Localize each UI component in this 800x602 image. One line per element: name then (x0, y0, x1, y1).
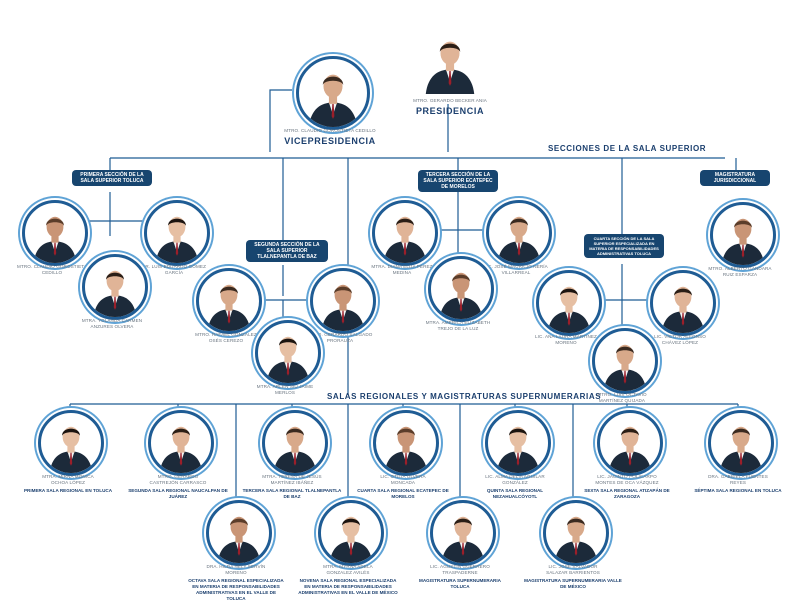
person-silhouette-icon (603, 344, 647, 391)
portrait-photo (38, 410, 104, 476)
portrait-photo (486, 200, 552, 266)
person-silhouette-icon (439, 272, 483, 319)
segunda-seccion-box: Segunda Sección de la Sala Superior Tlal… (246, 240, 328, 262)
person-name: Mtro. Rafael González Osés Cerezo (195, 332, 257, 343)
portrait-photo (485, 410, 551, 476)
person-silhouette-icon (496, 426, 540, 473)
person-name: Lic. José Mauricio Nería Villarreal (484, 264, 548, 275)
portrait-photo (597, 410, 663, 476)
person-role: Novena Sala Regional Especializada en Ma… (298, 578, 398, 595)
portrait-photo (296, 56, 370, 130)
person-silhouette-icon (159, 426, 203, 473)
person-name: Mtro. Claudio Gorostieta Cedillo (284, 128, 376, 133)
person-silhouette-icon (661, 286, 705, 333)
magistratura-jurisdiccional-box: Magistratura Jurisdiccional (700, 170, 770, 186)
person-role: Presidencia (415, 106, 485, 116)
portrait-photo (592, 328, 658, 394)
person-silhouette-icon (93, 270, 137, 317)
person-name: Mtro. Gerardo Becker Ania (413, 98, 487, 103)
person-name: Lic. Otilia Olvera Moncada (380, 474, 426, 485)
portrait-photo (318, 500, 384, 566)
portrait-photo (373, 410, 439, 476)
person-silhouette-icon (207, 284, 251, 331)
person-silhouette-icon (266, 336, 310, 383)
person-silhouette-icon (321, 284, 365, 331)
person-silhouette-icon (273, 426, 317, 473)
portrait-photo (22, 200, 88, 266)
person-role: Primera Sala Regional en Toluca (23, 488, 113, 493)
portrait-photo (262, 410, 328, 476)
person-role: Tercera Sala Regional Tlalnepantla de Ba… (242, 488, 342, 499)
person-silhouette-icon (155, 216, 199, 263)
secciones-heading: Secciones de la Sala Superior (548, 144, 707, 153)
person-silhouette-icon (608, 426, 652, 473)
tercera-seccion-box: Tercera Sección de la Sala Superior Ecat… (418, 170, 498, 192)
person-silhouette-icon (308, 74, 358, 127)
person-name: Lic. Alma Delia Aguilar González (485, 474, 545, 485)
portrait-photo (372, 200, 438, 266)
portrait-photo (543, 500, 609, 566)
portrait-photo (255, 320, 321, 386)
person-name: Mtro. Alberto Gándara Ruiz Esparza (708, 266, 772, 277)
person-silhouette-icon (554, 516, 598, 563)
primera-seccion-box: Primera Sección de la Sala Superior Tolu… (72, 170, 152, 186)
portrait-photo (196, 268, 262, 334)
person-role: Magistratura Supernumeraria Toluca (419, 578, 501, 589)
person-name: Lic. Jacinto Policarpo Montes de Oca Váz… (595, 474, 659, 485)
person-name: Lic. José Salvador Salazar Barrientos (546, 564, 600, 575)
person-silhouette-icon (425, 41, 475, 94)
cuarta-seccion-box: Cuarta Sección de la Sala Superior Espec… (584, 234, 664, 258)
person-role: Octava Sala Regional Especializada en Ma… (188, 578, 284, 601)
person-name: Mtra. Yolanda Carmen Anzures Olvera (81, 318, 143, 329)
person-name: Lic. Víctor Alfonso Chávez López (654, 334, 706, 345)
person-silhouette-icon (329, 516, 373, 563)
person-name: Mtro. Gerardo Salgado Prorauza (307, 332, 373, 343)
person-name: Mtra. Diana Elda Pérez Medina (371, 264, 433, 275)
person-silhouette-icon (719, 426, 763, 473)
person-name: Lic. Agustín Guerrero Traspaderne (430, 564, 490, 575)
portrait-photo (428, 256, 494, 322)
portrait-photo (82, 254, 148, 320)
portrait-photo (430, 500, 496, 566)
person-name: Mtra. Mirna Mónica Ochoa López (42, 474, 94, 485)
portrait-photo (416, 26, 484, 94)
person-role: Magistratura Supernumeraria Valle de Méx… (524, 578, 622, 589)
portrait-photo (310, 268, 376, 334)
portrait-photo (650, 270, 716, 336)
person-name: Mtra. Teresa de Jesús Martínez Ibáñez (262, 474, 322, 485)
person-role: Cuarta Sala Regional Ecatepec de Morelos (357, 488, 449, 499)
portrait-photo (148, 410, 214, 476)
person-silhouette-icon (33, 216, 77, 263)
person-name: Lic. Ana Laura Martínez Moreno (535, 334, 597, 345)
person-name: Dra. Hilda Nely Servín Moreno (206, 564, 266, 575)
person-silhouette-icon (441, 516, 485, 563)
person-name: Mtro. Luis Octavio Martínez Quijada (597, 392, 647, 403)
person-role: Sexta Sala Regional Atizapán de Zaragoza (584, 488, 670, 499)
person-name: Mtro. Claudio Gorostieta Cedillo (17, 264, 87, 275)
person-name: Mtro. Gerardo Castrejón Carrasco (149, 474, 207, 485)
person-role: Vicepresidencia (284, 136, 376, 146)
portrait-photo (144, 200, 210, 266)
portrait-photo (206, 500, 272, 566)
person-name: Dra. Gabriela Fuentes Reyes (708, 474, 768, 485)
portrait-photo (536, 270, 602, 336)
person-silhouette-icon (217, 516, 261, 563)
person-silhouette-icon (384, 426, 428, 473)
person-role: Segunda Sala Regional Naucalpan de Juáre… (128, 488, 228, 499)
person-name: Mtra. Myrna Adela Gonzalez Avilés (323, 564, 373, 575)
person-name: Dr. Luis Eduardo Gómez García (142, 264, 206, 275)
person-silhouette-icon (49, 426, 93, 473)
salas-regionales-heading: Salas Regionales y Magistraturas Supernu… (327, 392, 602, 401)
person-silhouette-icon (497, 216, 541, 263)
person-role: Quinta Sala Regional Nezahualcóyotl (486, 488, 544, 499)
person-name: Mtra. Arlen Siu Jaime Merlos (256, 384, 314, 395)
portrait-photo (708, 410, 774, 476)
person-role: Séptima Sala Regional en Toluca (694, 488, 782, 493)
person-name: Mtra. América Elizabeth Trejo de la Luz (425, 320, 491, 331)
person-silhouette-icon (547, 286, 591, 333)
person-silhouette-icon (383, 216, 427, 263)
portrait-photo (710, 202, 776, 268)
person-silhouette-icon (721, 218, 765, 265)
